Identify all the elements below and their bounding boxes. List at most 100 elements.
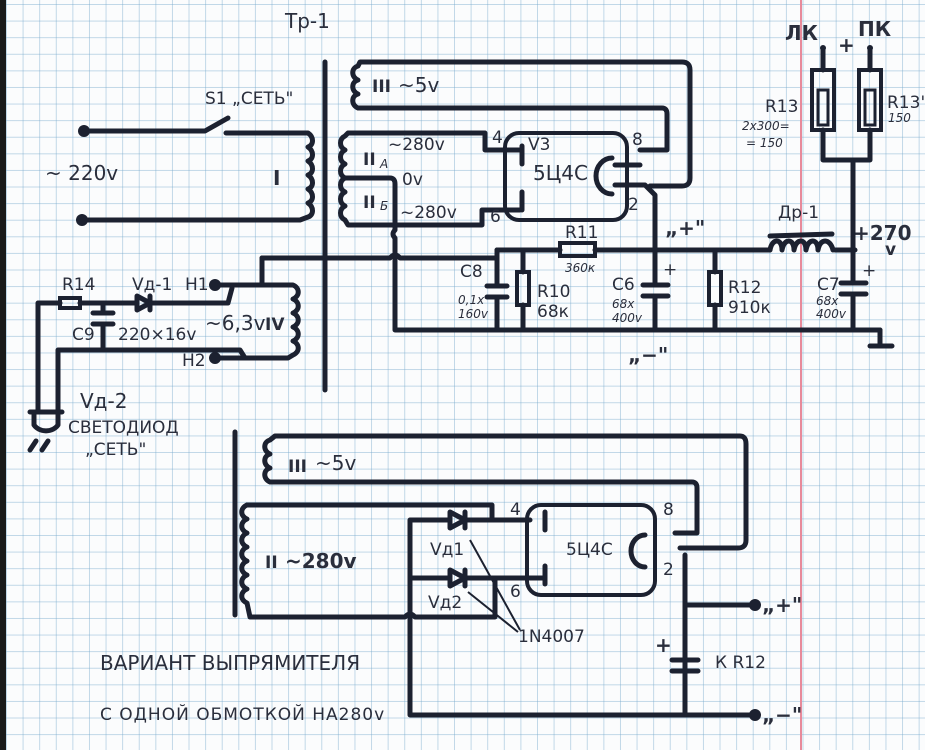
choke-label: Др-1	[778, 203, 819, 223]
transformer-label: Тр-1	[284, 9, 330, 33]
primary-label: I	[273, 166, 280, 190]
tube-envelope-2	[525, 503, 657, 597]
output-voltage: +270	[853, 221, 912, 245]
choke-core	[767, 231, 835, 239]
winding-iii-voltage: ~5v	[398, 73, 439, 97]
diode-vd2-2	[447, 567, 468, 589]
main-power-supply: Тр-1 S1 „СЕТЬ" ~ 220v I III ~5v II А ~28…	[27, 9, 925, 460]
resistor-r10	[515, 270, 531, 307]
winding-iii-2-bottom	[267, 479, 700, 536]
cap-plus-2: +	[655, 633, 672, 657]
winding-iia-label: II	[363, 150, 376, 170]
pin-2-2: 2	[663, 560, 674, 580]
winding-iia	[338, 130, 523, 181]
r13-value-2: = 150	[746, 136, 783, 150]
lk-terminal	[820, 45, 826, 51]
lk-label: ЛК	[785, 21, 819, 45]
primary-coil	[79, 130, 315, 223]
c7-value-2: 400v	[816, 307, 847, 321]
pin-2: 2	[628, 195, 639, 215]
winding-iii-top	[350, 59, 693, 189]
led-vd2	[27, 409, 65, 434]
r12-value: 910к	[728, 298, 771, 318]
h2-terminal	[209, 352, 221, 364]
r13p-label: R13'	[887, 93, 925, 113]
diode-type: 1N4007	[518, 627, 585, 647]
center-tap-ground-bus	[390, 207, 883, 333]
c8-value-1: 0,1х	[458, 293, 485, 307]
winding-iia-sub: А	[379, 157, 388, 171]
winding-iia-voltage: ~280v	[388, 135, 445, 155]
vd2-label: Vд-2	[80, 389, 127, 413]
pk-label: ПК	[858, 17, 892, 41]
switch-s1	[81, 115, 231, 134]
resistor-r13p-inner	[863, 88, 877, 127]
choke-coil	[767, 238, 836, 253]
h2-label: Н2	[182, 351, 206, 371]
minus-terminal-label: „−"	[628, 343, 668, 367]
capacitor-c7	[838, 247, 869, 333]
pin-8-2: 8	[663, 500, 674, 520]
vd2-2-label: Vд2	[428, 593, 462, 613]
h1-label: Н1	[185, 275, 209, 295]
resistor-r13p	[857, 68, 883, 132]
tube-type: 5Ц4С	[533, 161, 588, 185]
pin-6-2: 6	[510, 582, 521, 602]
cathode-heater-2	[628, 532, 648, 570]
capacitor-c8	[484, 247, 510, 333]
c6-value-1: 68х	[612, 297, 635, 311]
cathode-heater	[593, 155, 615, 197]
resistor-r13-pair	[810, 68, 836, 132]
mains-voltage: ~ 220v	[45, 161, 118, 185]
winding-iii-2-voltage: ~5v	[315, 451, 356, 475]
resistor-r13-inner	[816, 88, 830, 127]
capacitor-c6	[640, 247, 671, 333]
r10-label: R10	[537, 282, 570, 302]
led-light-arrows	[27, 438, 51, 453]
winding-ii-2-voltage: ~280v	[285, 549, 357, 573]
r11-value: 360к	[565, 261, 596, 275]
primary-winding: S1 „СЕТЬ" ~ 220v I	[45, 89, 315, 226]
winding-iib	[338, 175, 523, 228]
resistor-r12	[707, 270, 723, 307]
caption-line-1: ВАРИАНТ ВЫПРЯМИТЕЛЯ	[100, 651, 360, 675]
pin-4-2: 4	[510, 500, 521, 520]
pin-6: 6	[490, 207, 501, 227]
r13-value-1: 2х300=	[742, 119, 790, 133]
r13p-value: 150	[888, 111, 911, 125]
tube-v3: V3 5Ц4С 4 6 8 2	[490, 128, 658, 253]
rectifier-variant: III ~5v II ~280v Vд1 Vд2 1N4007 5Ц4С 4 6…	[100, 429, 802, 727]
c7-plus: +	[862, 261, 876, 281]
winding-iv-voltage: ~6,3v	[205, 311, 266, 335]
pin-8: 8	[632, 130, 643, 150]
minus-terminal-2-label: „−"	[762, 703, 802, 727]
resistor-r11	[558, 241, 597, 258]
winding-iii-2-label: III	[288, 457, 307, 477]
c7-label: C7	[817, 275, 840, 295]
ground-symbol	[867, 327, 895, 349]
switch-label: S1 „СЕТЬ"	[205, 89, 293, 109]
tube-envelope	[503, 131, 629, 222]
r14-label: R14	[62, 275, 95, 295]
winding-ii-2-top	[244, 502, 533, 523]
c9-value: 220×16v	[118, 325, 196, 345]
plus-terminal-2	[749, 599, 761, 611]
plus-label: +	[838, 33, 855, 57]
r11-label: R11	[565, 223, 598, 243]
c8-value-2: 160v	[458, 307, 489, 321]
h1-terminal	[209, 279, 221, 291]
tube-ref: V3	[528, 135, 550, 155]
paper-edge	[0, 0, 6, 750]
tube-type-2: 5Ц4С	[566, 540, 613, 560]
winding-iii-label: III	[372, 77, 391, 97]
plus-terminal-label: „+"	[665, 216, 705, 240]
c9-label: C9	[72, 325, 95, 345]
to-r12-label: К R12	[715, 653, 766, 673]
center-tap-voltage: 0v	[402, 170, 423, 190]
caption-line-2: С ОДНОЙ ОБМОТКОЙ НА280v	[100, 703, 385, 725]
winding-iib-label: II	[363, 193, 376, 213]
led-label-1: СВЕТОДИОД	[68, 418, 179, 438]
c6-label: C6	[612, 275, 635, 295]
diode-vd1-2	[447, 509, 468, 531]
